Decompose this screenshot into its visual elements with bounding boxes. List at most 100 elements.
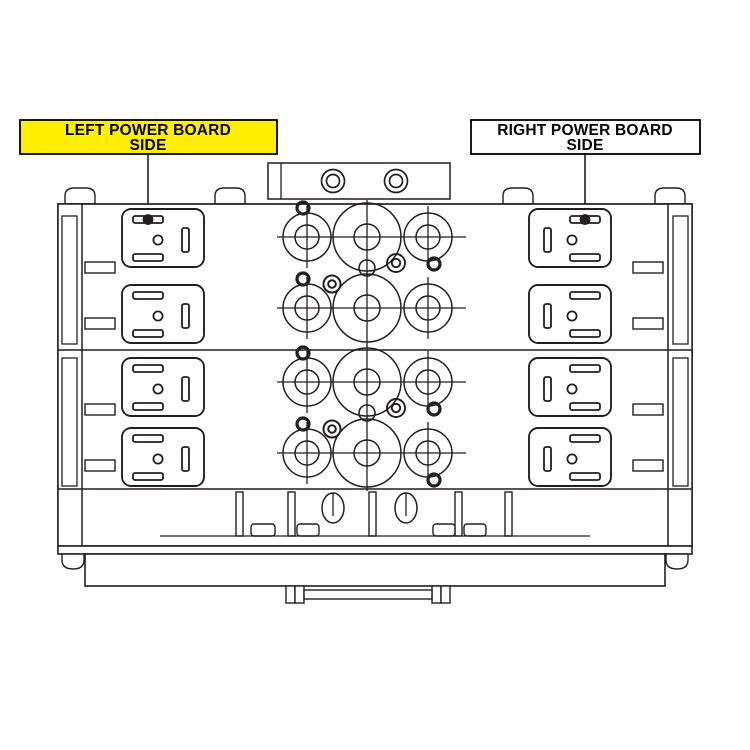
right-outlet-4[interactable] (528, 427, 612, 487)
tray-divider-5 (504, 491, 513, 537)
tray-divider-1 (235, 491, 244, 537)
bottom-leg-right-a (431, 585, 442, 604)
foot-left (61, 553, 85, 570)
right-callout-line2: SIDE (567, 137, 604, 154)
ground-pin (566, 453, 578, 465)
slot-side (181, 227, 190, 253)
slot-bottom (132, 329, 164, 338)
base-plate (84, 553, 666, 587)
stud-ring-1a (295, 200, 311, 216)
right-rail-slot-lower (672, 357, 689, 487)
stud-ring-2a (295, 271, 311, 287)
terminal-tab-2 (296, 523, 320, 537)
left-outlet-3[interactable] (121, 357, 205, 417)
left-rail-slot-lower (61, 357, 78, 487)
right-rail-slot-upper (672, 215, 689, 345)
slot-side (181, 376, 190, 402)
bottom-leg-left-a (285, 585, 296, 604)
tray-divider-3 (368, 491, 377, 537)
ground-pin (152, 383, 164, 395)
right-callout-line1: RIGHT POWER BOARD (497, 122, 673, 139)
left-mount-tab-2 (84, 317, 116, 330)
stud-ring-4a (295, 416, 311, 432)
center-link-ring-upper (358, 259, 376, 277)
base-lip (57, 545, 693, 555)
left-outlet-4[interactable] (121, 427, 205, 487)
ground-pin (152, 310, 164, 322)
foot-right (665, 553, 689, 570)
ground-pin (152, 234, 164, 246)
bottom-leg-left-b (294, 585, 305, 604)
right-outlet-3[interactable] (528, 357, 612, 417)
slot-top (132, 434, 164, 443)
left-callout-line1: LEFT POWER BOARD (65, 122, 231, 139)
right-mount-tab-3 (632, 403, 664, 416)
center-link-ring-lower (358, 404, 376, 422)
stud-ring-1b (426, 256, 442, 272)
right-callout[interactable]: RIGHT POWER BOARD SIDE (470, 119, 701, 155)
left-mount-tab-1 (84, 261, 116, 274)
right-mount-tab-1 (632, 261, 664, 274)
slot-side (543, 303, 552, 329)
left-callout[interactable]: LEFT POWER BOARD SIDE (19, 119, 278, 155)
breaker-center-4[interactable] (332, 416, 402, 491)
slot-bottom (569, 253, 601, 262)
left-outlet-2[interactable] (121, 284, 205, 344)
stud-ring-4b (322, 419, 342, 439)
slot-top (569, 364, 601, 373)
bottom-leg-right-b (440, 585, 451, 604)
slot-side (181, 303, 190, 329)
top-block-port-1 (320, 168, 346, 194)
slot-bottom (132, 472, 164, 481)
stud-ring-4c (426, 472, 442, 488)
slot-top (569, 291, 601, 300)
terminal-tab-4 (432, 523, 456, 537)
bottom-center-plate (303, 589, 433, 600)
terminal-tab-1 (250, 523, 276, 537)
ground-pin (566, 310, 578, 322)
right-mount-tab-4 (632, 459, 664, 472)
left-outlet-group (121, 208, 205, 487)
top-center-block (267, 162, 451, 200)
slot-top (132, 291, 164, 300)
stud-ring-1c (386, 253, 406, 273)
right-outlet-2[interactable] (528, 284, 612, 344)
right-callout-box (470, 119, 701, 155)
right-outlet-group (528, 208, 612, 487)
ground-pin (566, 383, 578, 395)
left-outlet-1[interactable] (121, 208, 205, 268)
left-mount-tab-4 (84, 459, 116, 472)
left-rail-slot-upper (61, 215, 78, 345)
right-outlet-1[interactable] (528, 208, 612, 268)
slot-bottom (132, 253, 164, 262)
ground-pin (566, 234, 578, 246)
stud-ring-3c (386, 398, 406, 418)
slot-bottom (569, 402, 601, 411)
slot-top (132, 364, 164, 373)
ground-pin (152, 453, 164, 465)
breaker-center-2[interactable] (332, 271, 402, 346)
stud-ring-3b (426, 401, 442, 417)
stud-ring-3a (295, 345, 311, 361)
breaker-right-2[interactable] (403, 277, 453, 339)
slot-top (569, 434, 601, 443)
slot-bottom (132, 402, 164, 411)
cluster-row-4 (277, 404, 466, 491)
terminal-tab-3 (463, 523, 487, 537)
slot-side (543, 227, 552, 253)
slot-bottom (569, 329, 601, 338)
top-tab-center-left (214, 187, 246, 205)
top-tab-left (64, 187, 96, 205)
left-leader-endpoint (142, 214, 154, 225)
left-callout-line2: SIDE (130, 137, 167, 154)
slot-side (543, 376, 552, 402)
right-mount-tab-2 (632, 317, 664, 330)
cluster-row-1 (277, 200, 466, 275)
slot-side (181, 446, 190, 472)
slot-bottom (569, 472, 601, 481)
tray-divider-2 (287, 491, 296, 537)
breaker-center-1[interactable] (332, 200, 402, 275)
right-leader-endpoint (579, 214, 591, 225)
top-block-port-2 (383, 168, 409, 194)
